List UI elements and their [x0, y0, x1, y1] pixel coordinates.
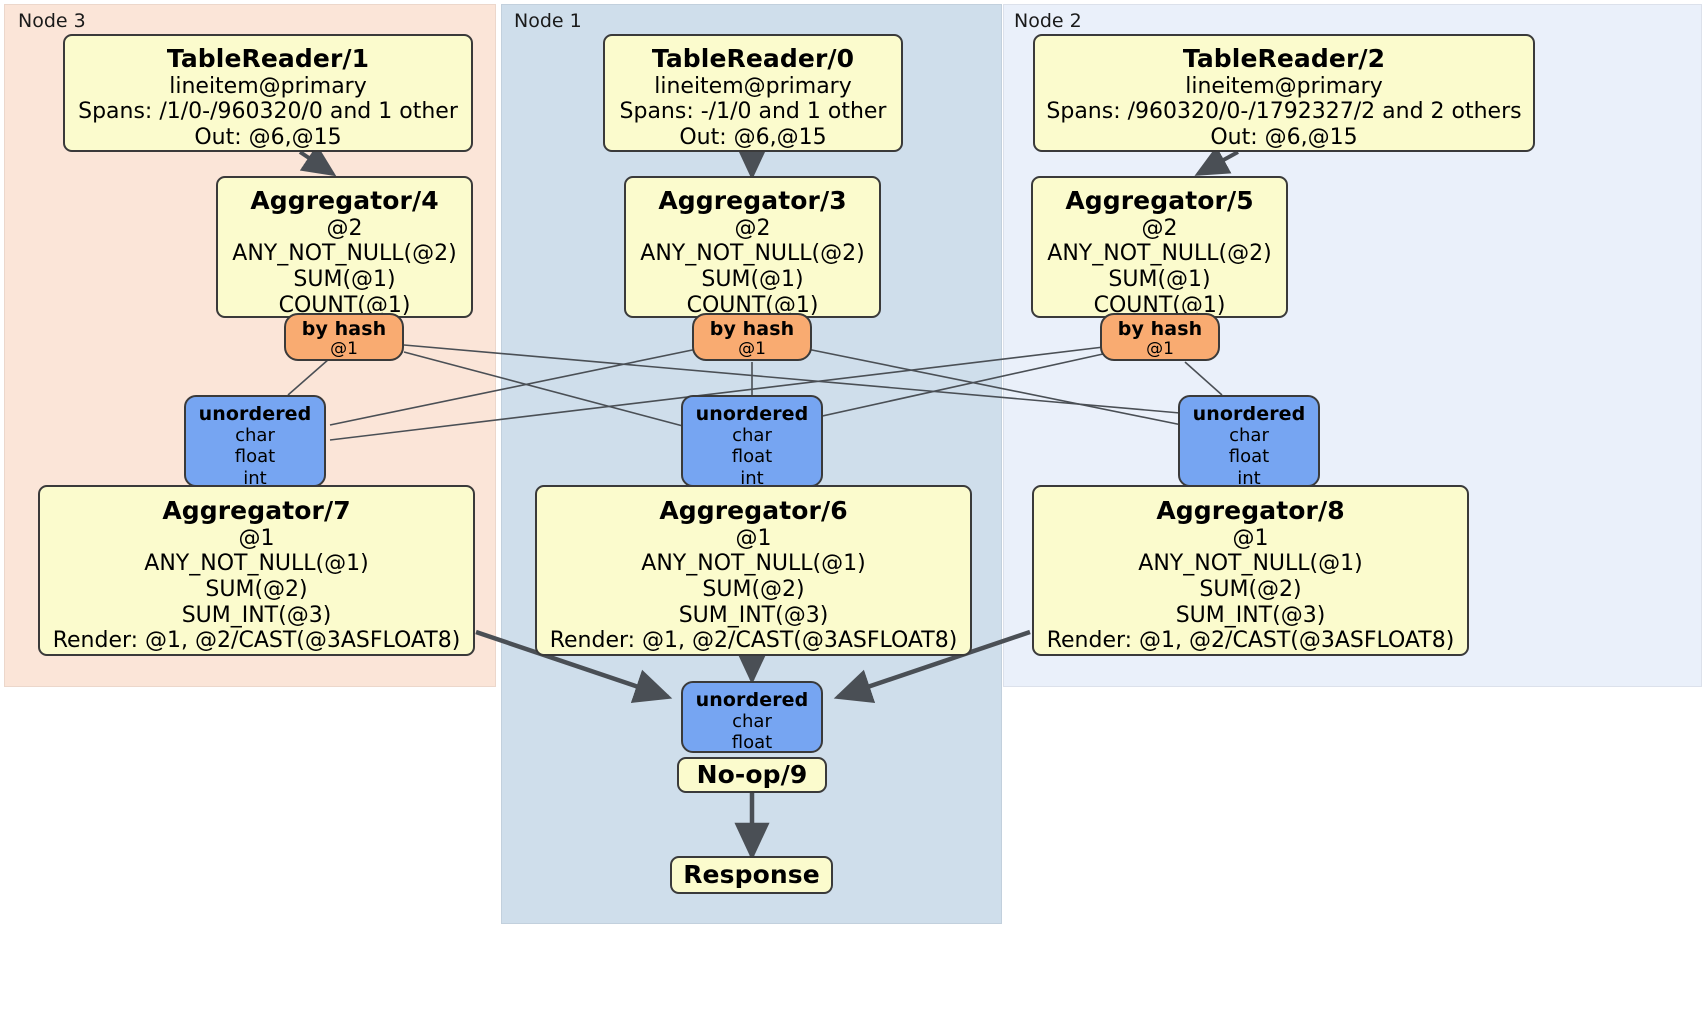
- node-aggregator-6[interactable]: Aggregator/6 @1 ANY_NOT_NULL(@1) SUM(@2)…: [535, 485, 972, 656]
- sync-title: unordered: [695, 403, 809, 425]
- sync-type-line: float: [234, 446, 276, 468]
- node-detail-line: lineitem@primary: [654, 73, 852, 99]
- node-detail-line: @2: [326, 215, 363, 241]
- node-detail-line: SUM(@1): [293, 266, 396, 292]
- node-response[interactable]: Response: [670, 856, 833, 894]
- node-title: Aggregator/6: [659, 496, 848, 525]
- router-detail-line: @1: [1146, 339, 1174, 360]
- node-render-line: Render: @1, @2/CAST(@3ASFLOAT8): [1046, 628, 1455, 654]
- synchronizer-unordered-node-1[interactable]: unordered char float int: [681, 395, 823, 489]
- node-tablereader-1[interactable]: TableReader/1 lineitem@primary Spans: /1…: [63, 34, 473, 152]
- sync-type-line: int: [243, 467, 267, 489]
- node-detail-line: @2: [734, 215, 771, 241]
- node-detail-line: SUM(@1): [701, 266, 804, 292]
- node-detail-line: @2: [1141, 215, 1178, 241]
- node-detail-line: Out: @6,@15: [679, 124, 827, 150]
- node-aggregator-8[interactable]: Aggregator/8 @1 ANY_NOT_NULL(@1) SUM(@2)…: [1032, 485, 1469, 656]
- synchronizer-unordered-node-2[interactable]: unordered char float int: [1178, 395, 1320, 489]
- router-by-hash-node-2[interactable]: by hash @1: [1100, 313, 1220, 361]
- node-detail-line: Spans: /1/0-/960320/0 and 1 other: [78, 99, 458, 125]
- node-detail-line: SUM_INT(@3): [181, 602, 332, 628]
- node-aggregator-5[interactable]: Aggregator/5 @2 ANY_NOT_NULL(@2) SUM(@1)…: [1031, 176, 1288, 318]
- node-title: Aggregator/4: [250, 186, 439, 215]
- node-aggregator-3[interactable]: Aggregator/3 @2 ANY_NOT_NULL(@2) SUM(@1)…: [624, 176, 881, 318]
- router-title: by hash: [301, 318, 387, 340]
- node-title: Aggregator/5: [1065, 186, 1254, 215]
- node-detail-line: ANY_NOT_NULL(@1): [641, 551, 866, 577]
- node-detail-line: SUM(@1): [1108, 266, 1211, 292]
- node-title: TableReader/2: [1182, 44, 1386, 73]
- node-detail-line: @1: [1232, 525, 1269, 551]
- node-title: No-op/9: [696, 760, 808, 790]
- node-title: Aggregator/3: [658, 186, 847, 215]
- node-detail-line: SUM(@2): [205, 576, 308, 602]
- node-title: Response: [683, 860, 820, 890]
- node-detail-line: Spans: /960320/0-/1792327/2 and 2 others: [1046, 99, 1522, 125]
- sync-title: unordered: [1192, 403, 1306, 425]
- node-detail-line: SUM_INT(@3): [1175, 602, 1326, 628]
- node-detail-line: SUM(@2): [1199, 576, 1302, 602]
- node-detail-line: lineitem@primary: [1185, 73, 1383, 99]
- node-detail-line: ANY_NOT_NULL(@1): [1138, 551, 1363, 577]
- router-detail-line: @1: [330, 339, 358, 360]
- synchronizer-unordered-node-3[interactable]: unordered char float int: [184, 395, 326, 489]
- sync-type-line: char: [732, 711, 772, 733]
- node-detail-line: Out: @6,@15: [1210, 124, 1358, 150]
- sync-type-line: float: [731, 732, 773, 754]
- node-aggregator-4[interactable]: Aggregator/4 @2 ANY_NOT_NULL(@2) SUM(@1)…: [216, 176, 473, 318]
- router-title: by hash: [1117, 318, 1203, 340]
- sync-type-line: char: [235, 425, 275, 447]
- node-detail-line: SUM(@2): [702, 576, 805, 602]
- sync-type-line: char: [732, 425, 772, 447]
- node-render-line: Render: @1, @2/CAST(@3ASFLOAT8): [52, 628, 461, 654]
- node-tablereader-2[interactable]: TableReader/2 lineitem@primary Spans: /9…: [1033, 34, 1535, 152]
- node-detail-line: Out: @6,@15: [194, 124, 342, 150]
- node-aggregator-7[interactable]: Aggregator/7 @1 ANY_NOT_NULL(@1) SUM(@2)…: [38, 485, 475, 656]
- node-detail-line: Spans: -/1/0 and 1 other: [619, 99, 887, 125]
- sync-type-line: char: [1229, 425, 1269, 447]
- node-detail-line: ANY_NOT_NULL(@2): [640, 241, 865, 267]
- sync-title: unordered: [198, 403, 312, 425]
- node-detail-line: ANY_NOT_NULL(@1): [144, 551, 369, 577]
- node-tablereader-0[interactable]: TableReader/0 lineitem@primary Spans: -/…: [603, 34, 903, 152]
- node-detail-line: SUM_INT(@3): [678, 602, 829, 628]
- cluster-label-node-2: Node 2: [1014, 10, 1082, 32]
- router-detail-line: @1: [738, 339, 766, 360]
- cluster-label-node-1: Node 1: [514, 10, 582, 32]
- node-title: Aggregator/8: [1156, 496, 1345, 525]
- sync-type-line: float: [731, 446, 773, 468]
- node-detail-line: ANY_NOT_NULL(@2): [232, 241, 457, 267]
- cluster-label-node-3: Node 3: [18, 10, 86, 32]
- router-title: by hash: [709, 318, 795, 340]
- sync-type-line: float: [1228, 446, 1270, 468]
- node-title: TableReader/0: [651, 44, 855, 73]
- node-detail-line: @1: [735, 525, 772, 551]
- router-by-hash-node-1[interactable]: by hash @1: [692, 313, 812, 361]
- sync-type-line: int: [740, 467, 764, 489]
- node-detail-line: ANY_NOT_NULL(@2): [1047, 241, 1272, 267]
- node-detail-line: @1: [238, 525, 275, 551]
- node-render-line: Render: @1, @2/CAST(@3ASFLOAT8): [549, 628, 958, 654]
- sync-title: unordered: [695, 689, 809, 711]
- synchronizer-unordered-final[interactable]: unordered char float: [681, 681, 823, 753]
- node-detail-line: lineitem@primary: [169, 73, 367, 99]
- node-title: Aggregator/7: [162, 496, 351, 525]
- node-title: TableReader/1: [166, 44, 370, 73]
- node-no-op-9[interactable]: No-op/9: [677, 757, 827, 793]
- sync-type-line: int: [1237, 467, 1261, 489]
- router-by-hash-node-3[interactable]: by hash @1: [284, 313, 404, 361]
